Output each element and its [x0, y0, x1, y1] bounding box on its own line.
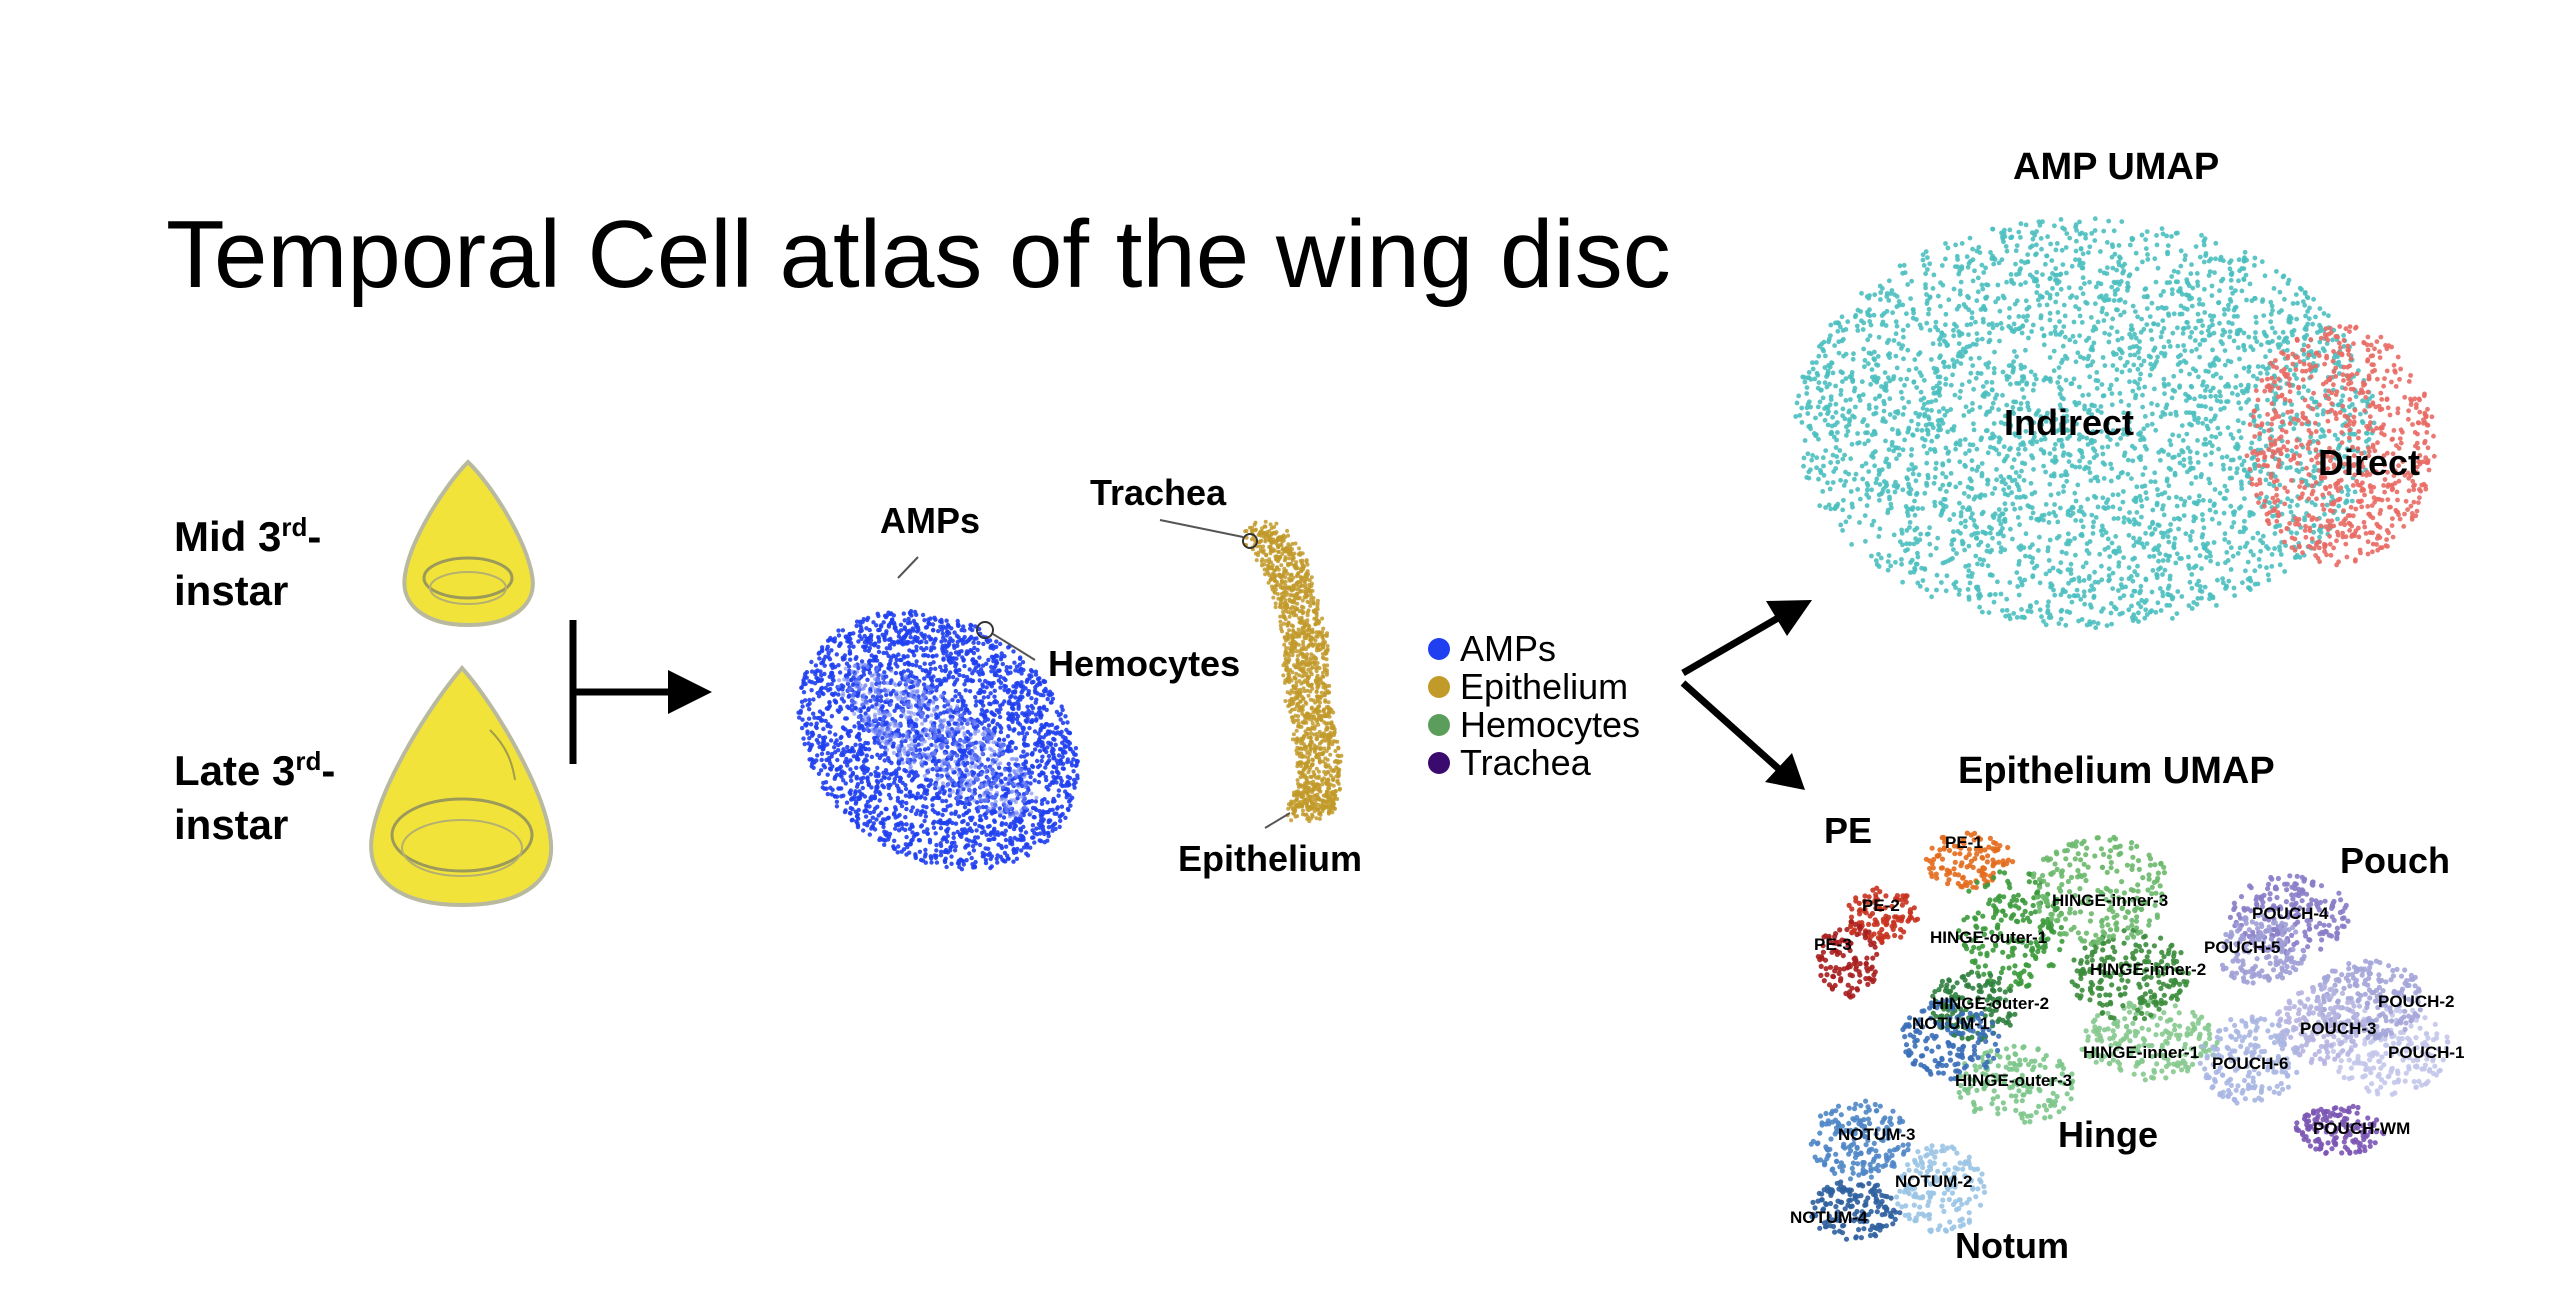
cluster-label: NOTUM-1 — [1912, 1014, 1990, 1033]
cluster-label: NOTUM-2 — [1895, 1172, 1973, 1191]
cluster-label: POUCH-5 — [2204, 938, 2281, 957]
cluster-label: POUCH-3 — [2300, 1019, 2377, 1038]
legend-item-epithelium: Epithelium — [1428, 666, 1640, 707]
epithelium-umap-points — [1808, 830, 2451, 1242]
cluster-label: POUCH-4 — [2252, 904, 2329, 923]
branch-arrow-down — [1680, 680, 1805, 790]
hemocytes-marker — [976, 621, 994, 639]
cluster-label: HINGE-outer-1 — [1930, 928, 2048, 947]
mid-instar-label: Mid 3rd- instar — [174, 500, 321, 618]
late-instar-line2: instar — [174, 801, 289, 848]
late-instar-label: Late 3rd- instar — [174, 734, 335, 852]
cluster-label: PE-3 — [1814, 935, 1852, 954]
legend-dot — [1428, 638, 1450, 660]
late-instar-text: Late 3 — [174, 747, 296, 794]
mid-instar-text: Mid 3 — [174, 513, 282, 560]
legend-item-trachea: Trachea — [1428, 742, 1640, 783]
trachea-label: Trachea — [1090, 472, 1227, 513]
hemocytes-leader-line — [992, 633, 1036, 661]
trachea-marker — [1242, 533, 1258, 549]
amps-label: AMPs — [880, 500, 981, 541]
cluster-label: HINGE-inner-2 — [2090, 960, 2207, 979]
region-label-pe: PE — [1824, 810, 1873, 851]
cluster-label: PE-1 — [1945, 833, 1983, 852]
mid-instar-line2: instar — [174, 567, 289, 614]
region-label-pouch: Pouch — [2340, 840, 2451, 881]
epithelium-umap-title: Epithelium UMAP — [1958, 750, 2275, 792]
legend-label: Hemocytes — [1460, 704, 1641, 745]
region-label-hinge: Hinge — [2058, 1114, 2159, 1155]
legend-label: AMPs — [1460, 628, 1557, 669]
epithelium-leader-line — [1264, 812, 1291, 829]
late-instar-disc-drawing — [369, 664, 554, 908]
amp-umap-points — [1793, 216, 2437, 631]
legend-item-hemocytes: Hemocytes — [1428, 704, 1641, 745]
amps-leader-line — [897, 556, 919, 579]
late-instar-superscript: rd — [295, 746, 322, 776]
cluster-label: HINGE-outer-3 — [1955, 1071, 2073, 1090]
cluster-label: PE-2 — [1862, 896, 1900, 915]
legend-dot — [1428, 752, 1450, 774]
cluster-label: POUCH-2 — [2378, 992, 2455, 1011]
branch-arrow-up — [1681, 600, 1812, 677]
epithelium-label: Epithelium — [1178, 838, 1363, 879]
mid-instar-superscript: rd — [281, 512, 308, 542]
cluster-label: POUCH-1 — [2388, 1043, 2465, 1062]
cluster-label: HINGE-inner-1 — [2083, 1043, 2200, 1062]
sequencing-arrow — [569, 620, 712, 764]
cluster-label: HINGE-inner-3 — [2052, 891, 2169, 910]
legend-label: Epithelium — [1460, 666, 1629, 707]
cluster-label: POUCH-6 — [2212, 1054, 2289, 1073]
amp-umap-title: AMP UMAP — [2013, 146, 2220, 188]
indirect-label: Indirect — [2004, 402, 2135, 443]
cluster-label: POUCH-WM — [2313, 1119, 2411, 1138]
direct-label: Direct — [2318, 442, 2421, 483]
trachea-leader-line — [1159, 519, 1244, 538]
legend-dot — [1428, 676, 1450, 698]
hemocytes-label: Hemocytes — [1048, 643, 1241, 684]
mid-instar-disc-drawing — [402, 459, 535, 628]
epithelium-cluster-points — [1243, 519, 1344, 824]
region-label-notum: Notum — [1955, 1225, 2069, 1266]
cluster-label: NOTUM-3 — [1838, 1125, 1916, 1144]
late-instar-dash: - — [321, 747, 336, 794]
figure-title: Temporal Cell atlas of the wing disc — [166, 201, 1671, 308]
amps-cluster-points — [796, 609, 1080, 872]
cluster-label: HINGE-outer-2 — [1932, 994, 2050, 1013]
cluster-label: NOTUM-4 — [1790, 1208, 1868, 1227]
legend-label: Trachea — [1460, 742, 1591, 783]
legend-item-amps: AMPs — [1428, 628, 1640, 669]
legend-dot — [1428, 714, 1450, 736]
cell-type-legend: AMPs Epithelium Hemocytes Trachea — [1428, 628, 1641, 783]
mid-instar-dash: - — [307, 513, 322, 560]
